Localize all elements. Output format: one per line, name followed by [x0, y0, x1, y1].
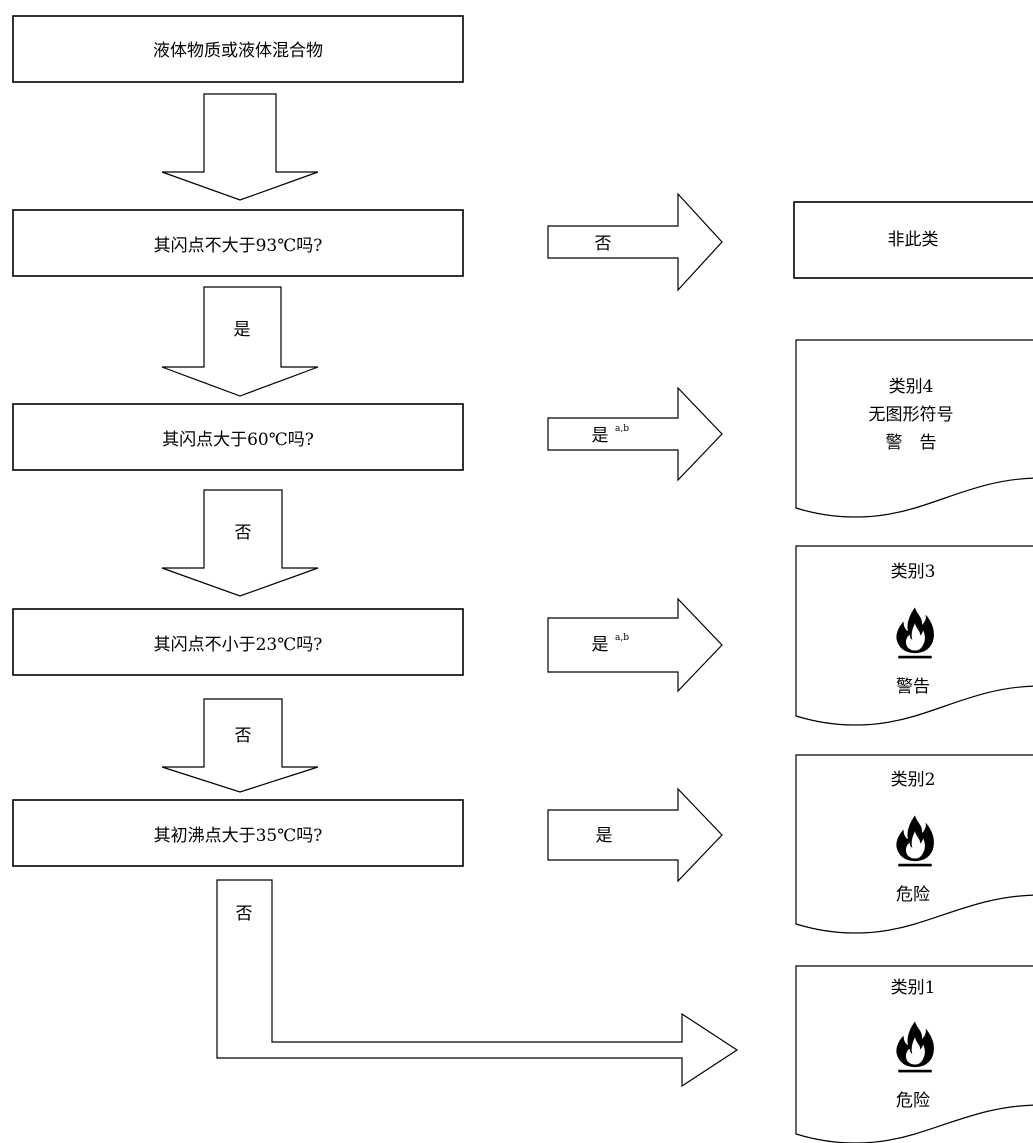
question-box-4: 其初沸点大于35℃吗? [12, 799, 464, 867]
down-arrow-1 [161, 93, 319, 201]
category-3-signal-word: 警告 [896, 677, 930, 697]
question-label-4: 其初沸点大于35℃吗? [154, 826, 323, 846]
question-box-2: 其闪点大于60℃吗? [12, 403, 464, 471]
right-arrow-4-label: 是 [596, 826, 613, 846]
outcome-not-classified: 非此类 [793, 201, 1033, 279]
down-arrow-5-label: 否 [236, 904, 253, 924]
down-arrow-2: 是 [161, 286, 319, 397]
start-label: 液体物质或液体混合物 [153, 41, 323, 61]
category-3-label: 类别3 [891, 562, 936, 582]
category-2-signal-word: 危险 [896, 885, 930, 905]
right-arrow-3-superscript: a,b [615, 633, 629, 643]
down-arrow-4: 否 [161, 698, 319, 793]
category-1-label: 类别1 [891, 978, 936, 998]
category-1-signal-word: 危险 [896, 1091, 930, 1111]
down-arrow-4-label: 否 [235, 726, 252, 746]
question-label-2: 其闪点大于60℃吗? [162, 430, 314, 450]
down-arrow-2-label: 是 [234, 320, 251, 340]
right-arrow-3: 是 a,b [547, 597, 723, 693]
right-arrow-2-superscript: a,b [615, 424, 629, 434]
question-box-3: 其闪点不小于23℃吗? [12, 608, 464, 676]
outcome-category-1: 类别1 危险 [795, 965, 1033, 1143]
question-label-3: 其闪点不小于23℃吗? [154, 635, 323, 655]
outcome-not-classified-label: 非此类 [888, 230, 939, 250]
start-box: 液体物质或液体混合物 [12, 15, 464, 83]
question-box-1: 其闪点不大于93℃吗? [12, 209, 464, 277]
question-label-1: 其闪点不大于93℃吗? [154, 236, 323, 256]
category-4-symbol-text: 无图形符号 [869, 405, 954, 425]
right-arrow-4: 是 [547, 787, 723, 883]
outcome-category-3: 类别3 警告 [795, 545, 1033, 726]
right-arrow-2: 是 a,b [547, 386, 723, 482]
right-arrow-1-label: 否 [595, 234, 612, 254]
right-arrow-3-label: 是 [592, 635, 609, 655]
right-arrow-1: 否 [547, 192, 723, 292]
outcome-category-2: 类别2 危险 [795, 754, 1033, 934]
down-arrow-3-label: 否 [235, 523, 252, 543]
right-arrow-2-label: 是 [592, 426, 609, 446]
down-arrow-3: 否 [161, 489, 319, 597]
category-4-signal-word: 警 告 [886, 433, 937, 453]
down-arrow-5-bent: 否 [216, 879, 739, 1088]
outcome-category-4: 类别4 无图形符号 警 告 [795, 339, 1033, 518]
category-4-label: 类别4 [889, 377, 934, 397]
category-2-label: 类别2 [891, 770, 936, 790]
